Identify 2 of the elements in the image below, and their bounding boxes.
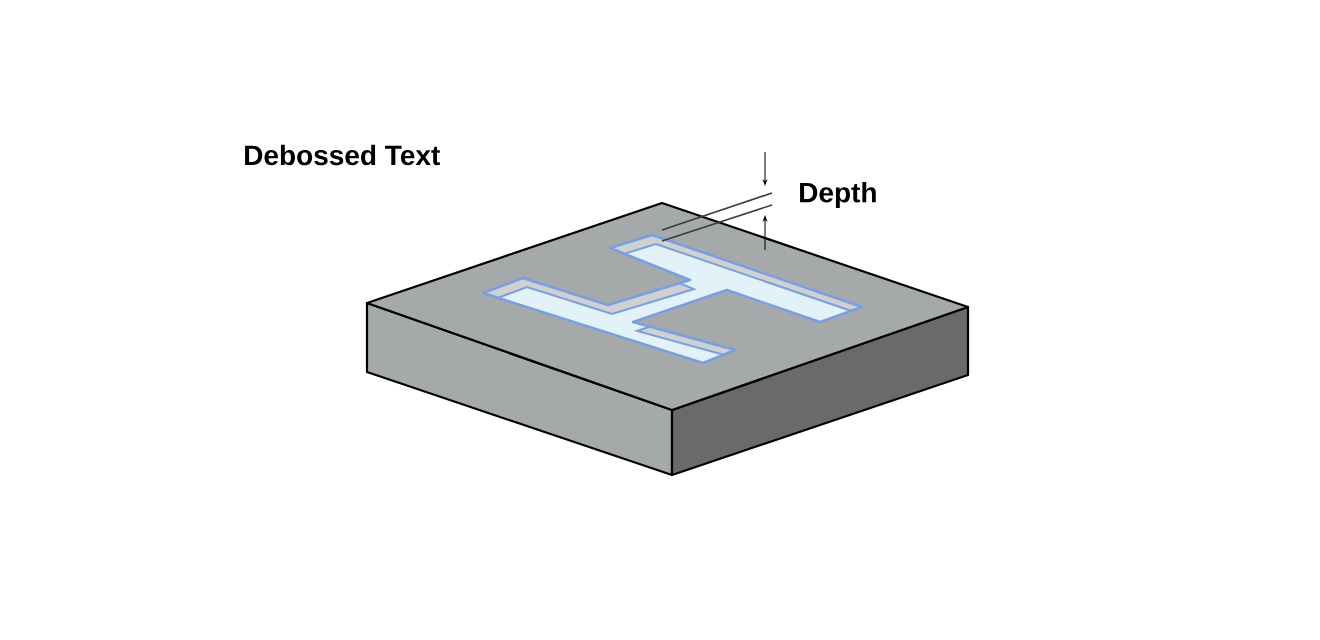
label-text: Depth [800, 181, 876, 209]
label-text: Debossed Text [245, 144, 440, 166]
